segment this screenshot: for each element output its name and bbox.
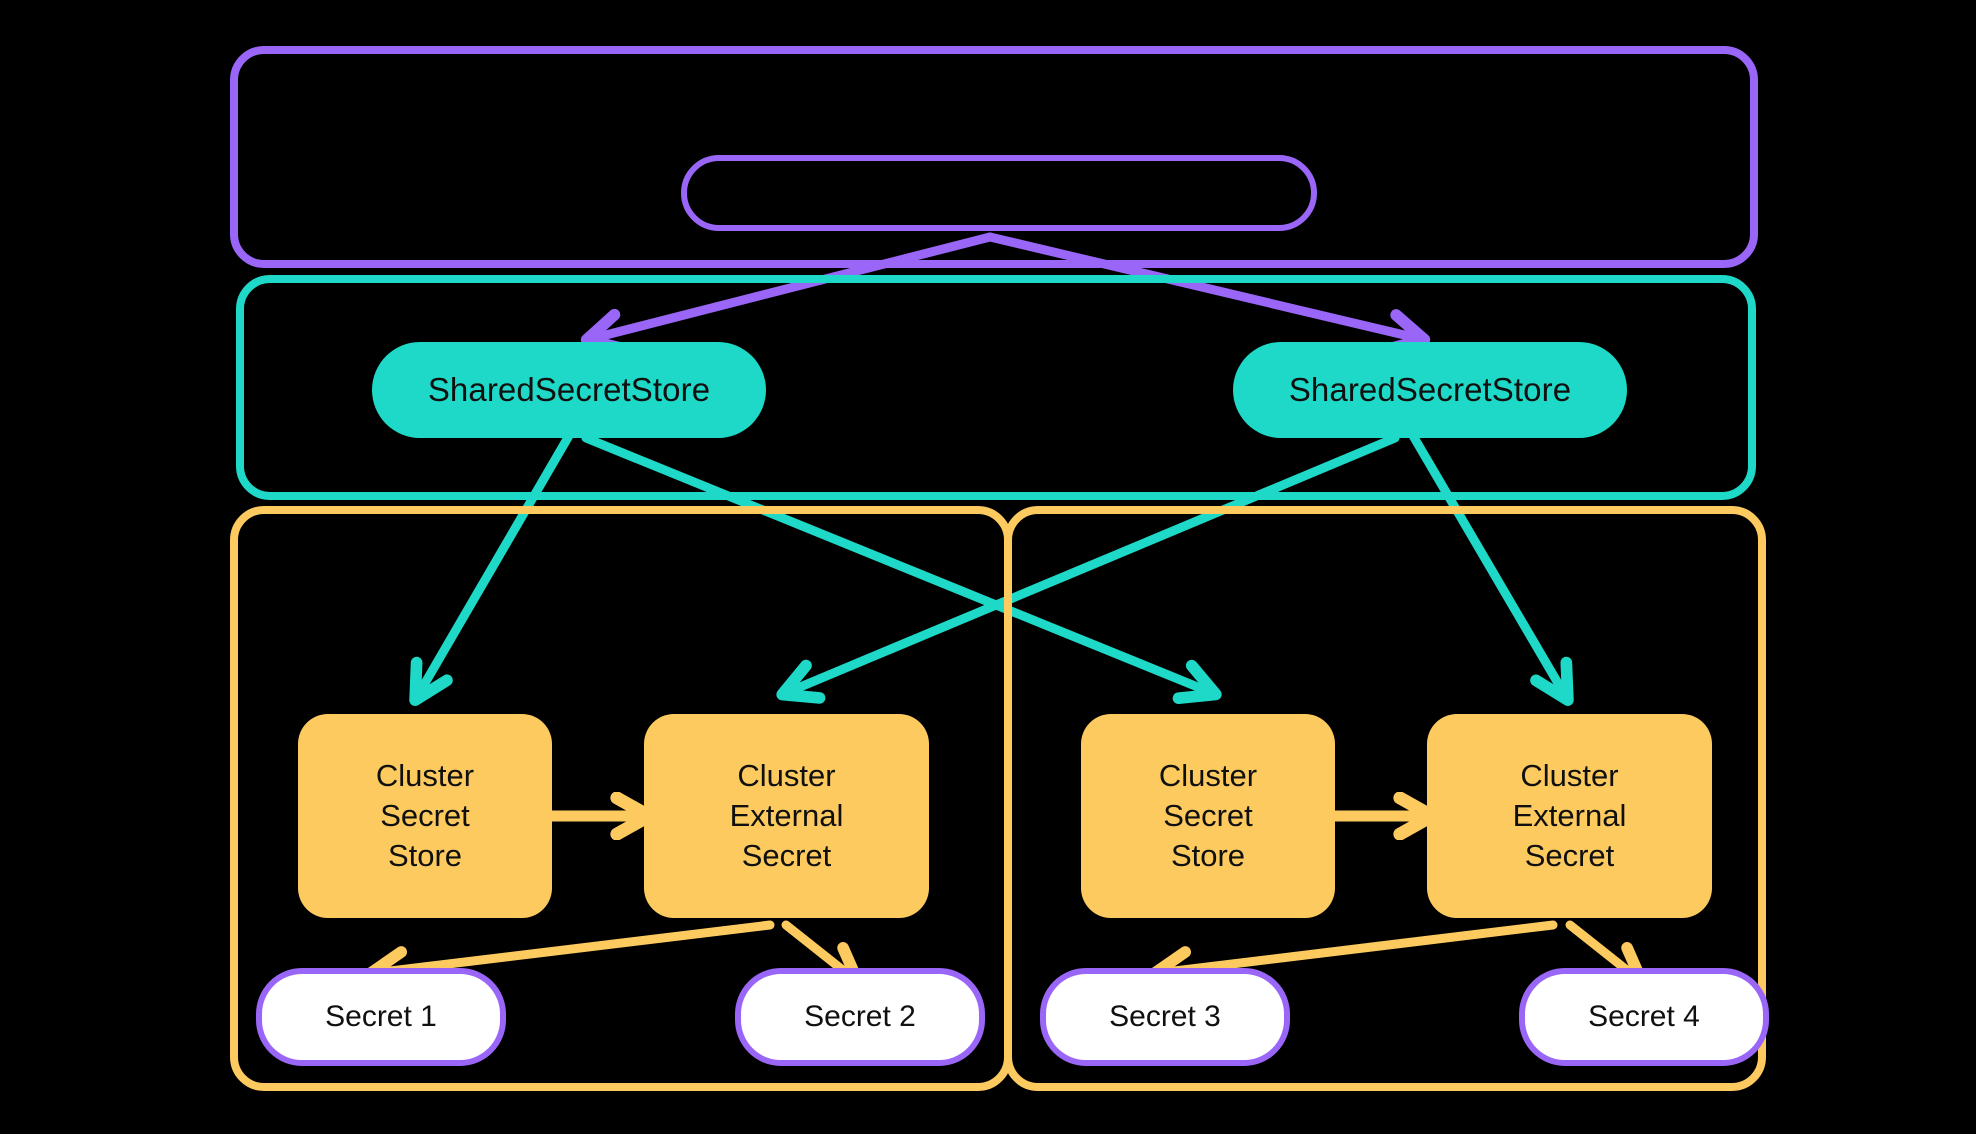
node-secret-3[interactable]: Secret 3 [1040, 968, 1290, 1066]
node-label-secret-3: Secret 3 [1109, 999, 1221, 1033]
node-shared-secret-store-right[interactable]: SharedSecretStore [1233, 342, 1627, 438]
node-secret-1[interactable]: Secret 1 [256, 968, 506, 1066]
node-cluster-secret-store-left[interactable]: Cluster Secret Store [298, 714, 552, 918]
node-label-shared-secret-store-left: SharedSecretStore [427, 370, 711, 408]
node-label-secret-1: Secret 1 [325, 999, 437, 1033]
node-label-shared-secret-store-right: SharedSecretStore [1288, 370, 1572, 408]
node-shared-secret-store-left[interactable]: SharedSecretStore [372, 342, 766, 438]
node-secret-4[interactable]: Secret 4 [1519, 968, 1769, 1066]
node-cluster-secret-store-right[interactable]: Cluster Secret Store [1081, 714, 1335, 918]
node-cluster-external-secret-right[interactable]: Cluster External Secret [1427, 714, 1712, 918]
node-secret-2[interactable]: Secret 2 [735, 968, 985, 1066]
node-label-cluster-secret-store-left: Cluster Secret Store [375, 758, 475, 873]
node-cluster-external-secret-left[interactable]: Cluster External Secret [644, 714, 929, 918]
node-label-cluster-external-secret-right: Cluster External Secret [1512, 758, 1627, 873]
node-label-secret-4: Secret 4 [1588, 999, 1700, 1033]
node-label-cluster-external-secret-left: Cluster External Secret [729, 758, 844, 873]
container-shared-store-scope[interactable] [236, 275, 1756, 500]
container-namespace-right[interactable] [1004, 506, 1766, 1091]
node-label-cluster-secret-store-right: Cluster Secret Store [1158, 758, 1258, 873]
node-label-secret-2: Secret 2 [804, 999, 916, 1033]
container-cluster-scope-outer[interactable] [230, 46, 1758, 268]
root-box[interactable] [681, 155, 1317, 231]
